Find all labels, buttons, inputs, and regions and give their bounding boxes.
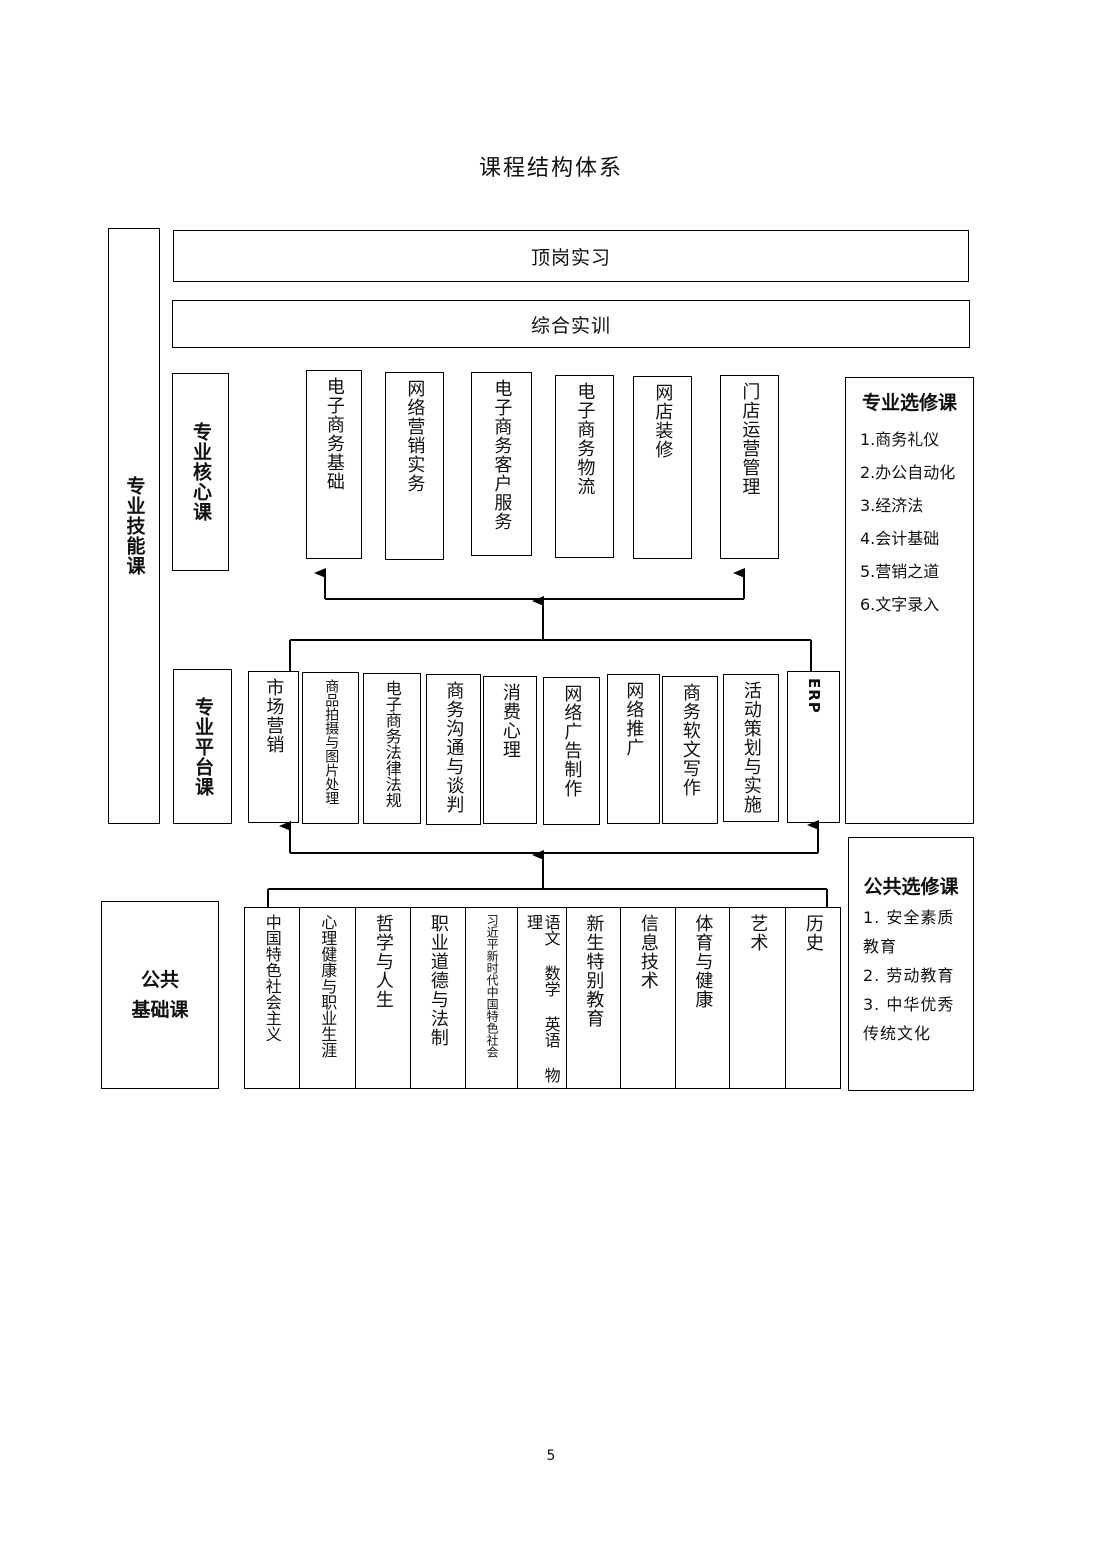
core-course: 网店装修 [633,376,692,559]
list-item: 4.会计基础 [860,529,940,548]
platform-course: 网络广告制作 [543,677,600,825]
public-elective-title: 公共选修课 [863,876,959,898]
major-elective-box: 专业选修课 1.商务礼仪 2.办公自动化 3.经济法 4.会计基础 5.营销之道… [845,377,974,824]
platform-course: 网络推广 [607,674,660,824]
core-course: 门店运营管理 [720,375,779,559]
skill-group-label: 专业技能课 [123,476,146,576]
core-course: 电子商务基础 [306,370,362,559]
public-basic-label-line2: 基础课 [131,999,189,1021]
list-item: 6.文字录入 [860,595,940,614]
public-elective-box: 公共选修课 1. 安全素质教育 2. 劳动教育 3. 中华优秀传统文化 [848,837,974,1091]
list-item: 3. 中华优秀传统文化 [863,995,955,1043]
list-item: 5.营销之道 [860,562,940,581]
public-course: 心理健康与职业生涯 [299,907,356,1089]
internship-label: 顶岗实习 [530,246,611,269]
platform-course: 消费心理 [483,676,537,824]
core-label-box: 专业核心课 [172,373,229,571]
platform-course: 商务沟通与谈判 [426,674,481,825]
page-title: 课程结构体系 [478,156,623,181]
public-course: 历史 [785,907,841,1089]
page-number: 5 [546,1448,556,1464]
platform-course: 活动策划与实施 [723,674,779,822]
platform-label: 专业平台课 [191,696,214,797]
public-course: 艺术 [729,907,786,1089]
public-course: 体育与健康 [675,907,730,1089]
core-course: 电子商务客户服务 [471,372,532,556]
list-item: 2. 劳动教育 [863,966,955,985]
list-item: 1.商务礼仪 [860,430,940,449]
public-basic-label-line1: 公共 [140,969,179,991]
list-item: 3.经济法 [860,496,924,515]
public-course: 信息技术 [620,907,676,1089]
core-label: 专业核心课 [189,422,212,522]
platform-course: 商务软文写作 [662,676,718,824]
list-item: 1. 安全素质教育 [863,908,955,956]
public-basic-label-box: 公共 基础课 [101,901,219,1089]
platform-label-box: 专业平台课 [173,669,232,824]
core-course: 网络营销实务 [385,372,444,560]
platform-course: ERP [787,671,840,823]
platform-course: 市场营销 [248,671,299,823]
public-course: 新生特别教育 [566,907,621,1089]
platform-course: 商品拍摄与图片处理 [302,672,359,824]
platform-course: 电子商务法律法规 [363,673,421,824]
public-course: 中国特色社会主义 [244,907,300,1089]
public-course: 语文 数学 英语 物理 [517,907,567,1089]
skill-group-box: 专业技能课 [108,228,160,824]
major-elective-title: 专业选修课 [861,392,957,414]
training-bar: 综合实训 [172,300,970,348]
core-course: 电子商务物流 [555,375,614,558]
training-label: 综合实训 [530,314,611,337]
list-item: 2.办公自动化 [860,463,956,482]
internship-bar: 顶岗实习 [173,230,969,282]
